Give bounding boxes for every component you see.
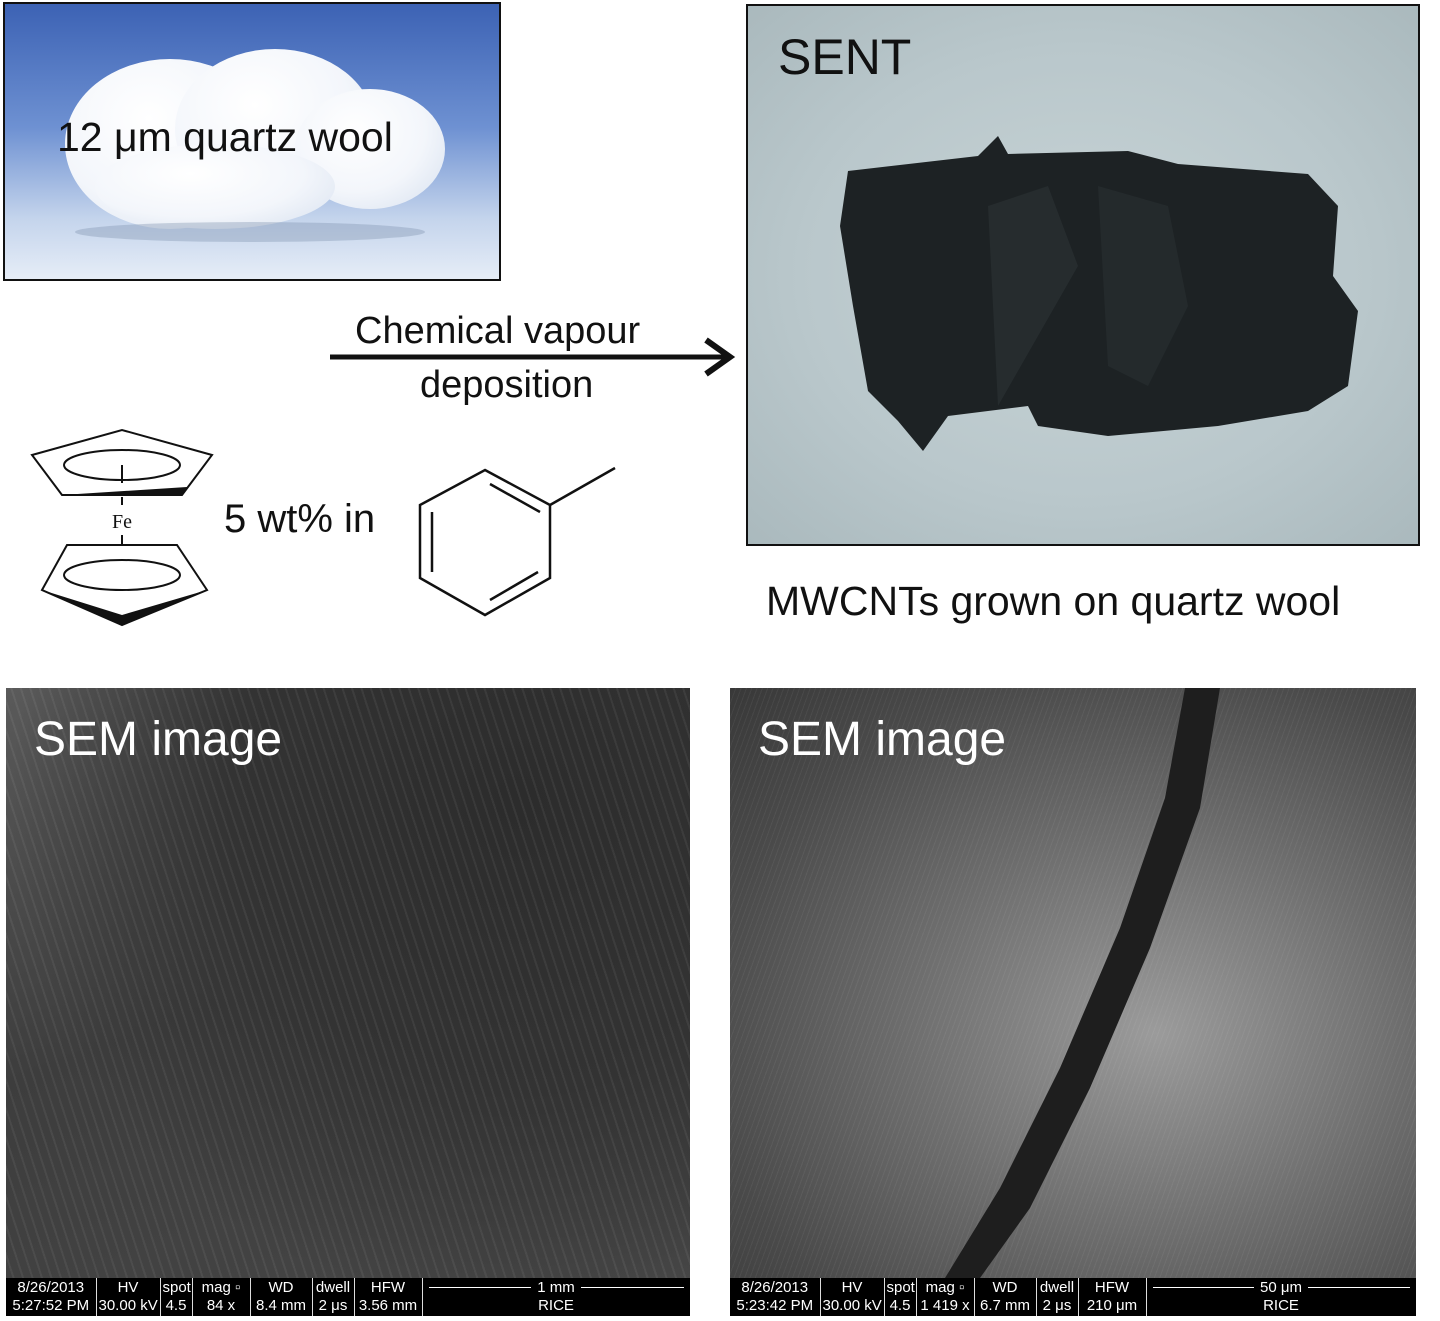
sem-spot: 4.5: [889, 1297, 911, 1314]
sem-hfw: 3.56 mm: [358, 1297, 418, 1314]
sem-label: SEM image: [34, 713, 283, 766]
sem-scale-bar: 1 mm: [425, 1279, 688, 1297]
sem-label: SEM image: [758, 713, 1007, 766]
sent-caption: MWCNTs grown on quartz wool: [766, 578, 1341, 624]
quartz-wool-photo: 12 μm quartz wool: [3, 2, 501, 281]
sem-time: 5:27:52 PM: [12, 1297, 90, 1314]
sem-date: 8/26/2013: [17, 1279, 85, 1296]
sem-org: RICE: [1263, 1297, 1299, 1314]
sem-dwell: 2 μs: [318, 1297, 348, 1314]
sem-hv-head: HV: [841, 1279, 863, 1296]
sem-time: 5:23:42 PM: [736, 1297, 814, 1314]
concentration-label: 5 wt% in: [224, 497, 376, 541]
sem-scale-bar: 50 μm: [1149, 1279, 1414, 1297]
sem-mag: 84 x: [206, 1297, 236, 1314]
sent-label: SENT: [778, 29, 912, 85]
sem-spot-head: spot: [886, 1279, 915, 1296]
cnt-sample-shape: [840, 136, 1358, 451]
process-label-line-2: deposition: [420, 364, 594, 406]
sem-mag-head: mag ▫: [201, 1279, 241, 1296]
sem-wd: 8.4 mm: [255, 1297, 306, 1314]
sem-wd-head: WD: [268, 1279, 294, 1296]
toluene-structure: [418, 466, 616, 617]
process-label-line-1: Chemical vapour: [355, 310, 641, 352]
quartz-wool-label: 12 μm quartz wool: [57, 114, 393, 160]
sem-dwell-head: dwell: [1039, 1279, 1075, 1296]
sem-hfw-head: HFW: [370, 1279, 406, 1296]
sem-org: RICE: [538, 1297, 574, 1314]
sem-mag-head: mag ▫: [925, 1279, 965, 1296]
sem-spot: 4.5: [165, 1297, 187, 1314]
sem-hv: 30.00 kV: [98, 1297, 158, 1314]
sem-hfw-head: HFW: [1094, 1279, 1130, 1296]
sent-photo: SENT: [746, 4, 1420, 546]
fiber-shape: [945, 688, 1220, 1278]
sem-hv-head: HV: [117, 1279, 139, 1296]
sem-hv: 30.00 kV: [822, 1297, 882, 1314]
fe-symbol: Fe: [112, 511, 132, 533]
sem-wd-head: WD: [992, 1279, 1018, 1296]
sem-wd: 6.7 mm: [979, 1297, 1030, 1314]
sem-date: 8/26/2013: [741, 1279, 809, 1296]
sem-scale-label: 1 mm: [531, 1279, 581, 1296]
sem-spot-head: spot: [162, 1279, 191, 1296]
sem-hfw: 210 μm: [1086, 1297, 1138, 1314]
sem-scale-label: 50 μm: [1254, 1279, 1308, 1296]
sem-mag: 1 419 x: [920, 1297, 970, 1314]
sem-dwell-head: dwell: [315, 1279, 351, 1296]
process-arrow: [330, 337, 736, 377]
ferrocene-structure: Fe: [30, 428, 214, 627]
sem-dwell: 2 μs: [1042, 1297, 1072, 1314]
